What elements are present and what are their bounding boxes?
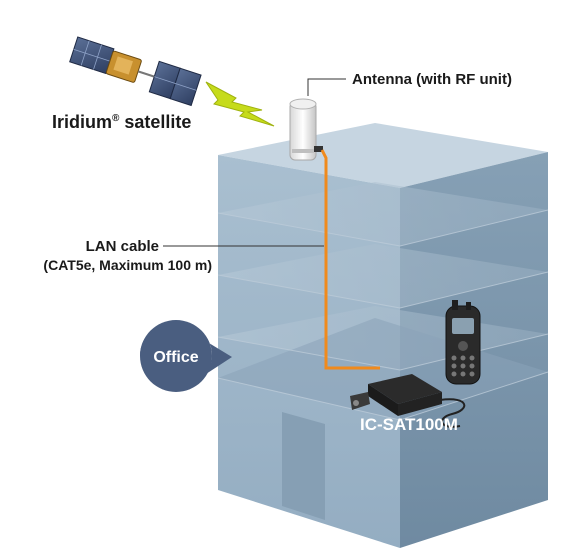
iridium-satellite-icon — [69, 36, 202, 107]
office-building — [217, 123, 549, 548]
device-label: IC-SAT100M — [360, 415, 458, 434]
lan-cable-spec-label: (CAT5e, Maximum 100 m) — [43, 257, 212, 273]
lan-cable — [320, 149, 380, 370]
antenna-icon — [289, 98, 323, 161]
building-door — [282, 412, 325, 520]
office-badge — [139, 320, 232, 392]
antenna-leader-line — [307, 78, 346, 96]
registered-mark: ® — [112, 113, 120, 124]
lan-cable-label: LAN cable — [86, 238, 159, 255]
ic-sat100m-device — [350, 300, 481, 428]
antenna-label: Antenna (with RF unit) — [352, 71, 512, 88]
satellite-label: Iridium® satellite — [52, 112, 191, 132]
office-label: Office — [153, 349, 198, 366]
radio-link-lightning-icon — [205, 81, 275, 127]
